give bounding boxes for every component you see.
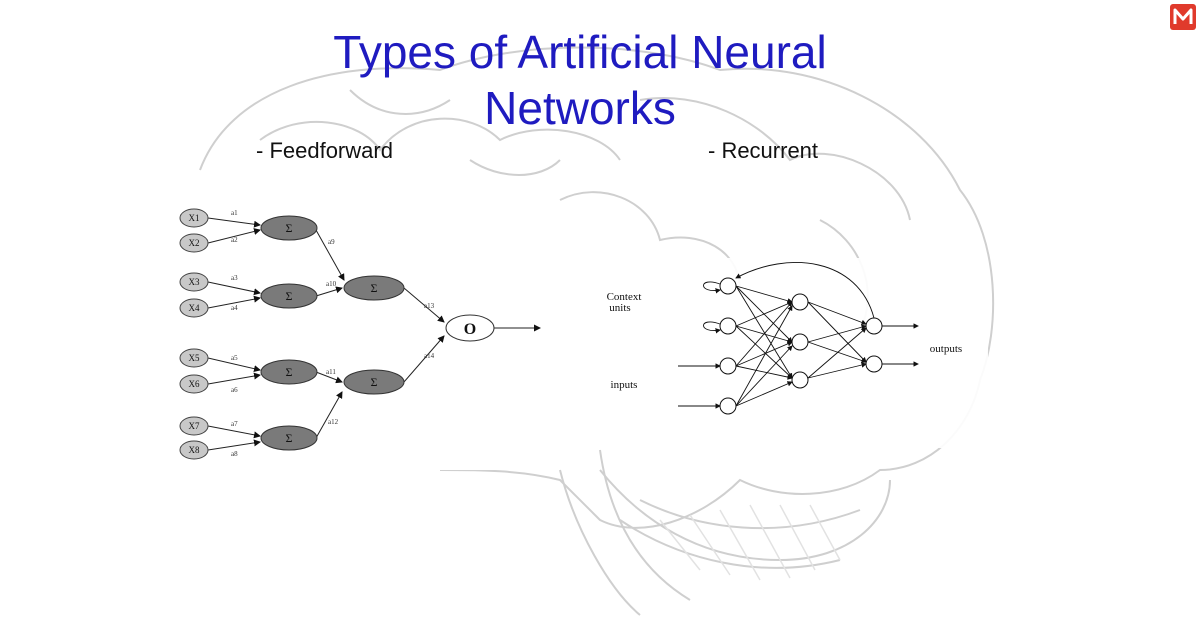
input-node-x8: X8: [189, 445, 200, 455]
weight-label-a6: a6: [231, 386, 238, 394]
weight-label-a5: a5: [231, 354, 238, 362]
inputs-label: inputs: [611, 379, 638, 391]
weight-label-a13: a13: [424, 302, 435, 310]
input-node-x2: X2: [189, 238, 200, 248]
weight-label-a1: a1: [231, 209, 238, 217]
input-node-x4: X4: [189, 303, 200, 313]
weight-label-a4: a4: [231, 304, 238, 312]
weight-label-a7: a7: [231, 420, 238, 428]
slide-title-line2: Networks: [484, 82, 676, 134]
sum-node-2: Σ: [286, 289, 293, 303]
m-logo-icon: [1170, 4, 1196, 30]
weight-label-a2: a2: [231, 236, 238, 244]
slide-title-line1: Types of Artificial Neural: [333, 26, 827, 78]
sum-node-3: Σ: [286, 365, 293, 379]
context-units-label-line2: units: [609, 302, 630, 314]
input-node-x5: X5: [189, 353, 200, 363]
weight-label-a9: a9: [328, 238, 335, 246]
sum-node-5: Σ: [371, 281, 378, 295]
input-node-x1: X1: [189, 213, 200, 223]
recurrent-diagram: Context units inputs outputs: [548, 258, 988, 448]
input-node-x3: X3: [189, 277, 200, 287]
weight-label-a10: a10: [326, 280, 337, 288]
weight-label-a3: a3: [231, 274, 238, 282]
sum-node-6: Σ: [371, 375, 378, 389]
weight-label-a11: a11: [326, 368, 336, 376]
context-units-label-line1: Context: [607, 291, 642, 303]
weight-label-a8: a8: [231, 450, 238, 458]
weight-label-a14: a14: [424, 352, 435, 360]
sum-node-1: Σ: [286, 221, 293, 235]
weight-label-a12: a12: [328, 418, 339, 426]
input-node-x7: X7: [189, 421, 200, 431]
output-node: O: [464, 321, 476, 338]
input-node-x6: X6: [189, 379, 200, 389]
outputs-label: outputs: [930, 343, 962, 355]
feedforward-diagram: X1 X2 X3 X4 X5 X6 X7 X8 Σ Σ Σ Σ Σ Σ: [176, 200, 548, 470]
subtitle-recurrent: - Recurrent: [708, 138, 819, 163]
subtitle-feedforward: - Feedforward: [256, 138, 393, 163]
sum-node-4: Σ: [286, 431, 293, 445]
